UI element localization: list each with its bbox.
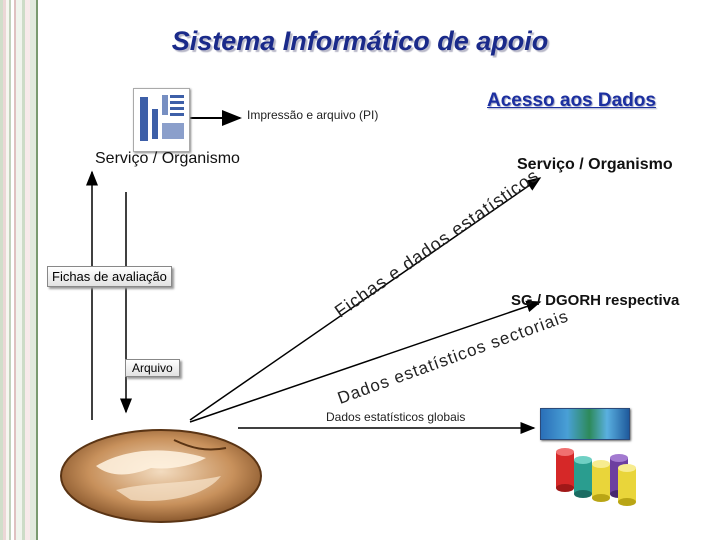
diagonal-arrow-servico xyxy=(189,177,542,421)
dados-globais-label: Dados estatísticos globais xyxy=(326,410,466,424)
servico-organismo-right: Serviço / Organismo xyxy=(517,156,673,173)
globe-icon xyxy=(60,429,262,523)
impressao-label: Impressão e arquivo (PI) xyxy=(247,108,379,122)
acesso-dados-link[interactable]: Acesso aos Dados xyxy=(487,90,656,111)
decorative-left-band xyxy=(0,0,36,540)
decorative-left-line xyxy=(36,0,38,540)
diagonal-arrow-sg xyxy=(189,300,542,423)
servico-organismo-left: Serviço / Organismo xyxy=(95,150,240,167)
map-thumbnail-icon xyxy=(540,408,630,440)
page-title: Sistema Informático de apoio xyxy=(171,26,549,56)
document-thumbnail-icon xyxy=(133,88,190,152)
fichas-avaliacao-box: Fichas de avaliação xyxy=(47,266,172,287)
arquivo-box: Arquivo xyxy=(125,359,180,377)
sg-dgorh-label: SG / DGORH respectiva xyxy=(511,292,680,309)
database-cylinders-icon xyxy=(556,448,636,506)
